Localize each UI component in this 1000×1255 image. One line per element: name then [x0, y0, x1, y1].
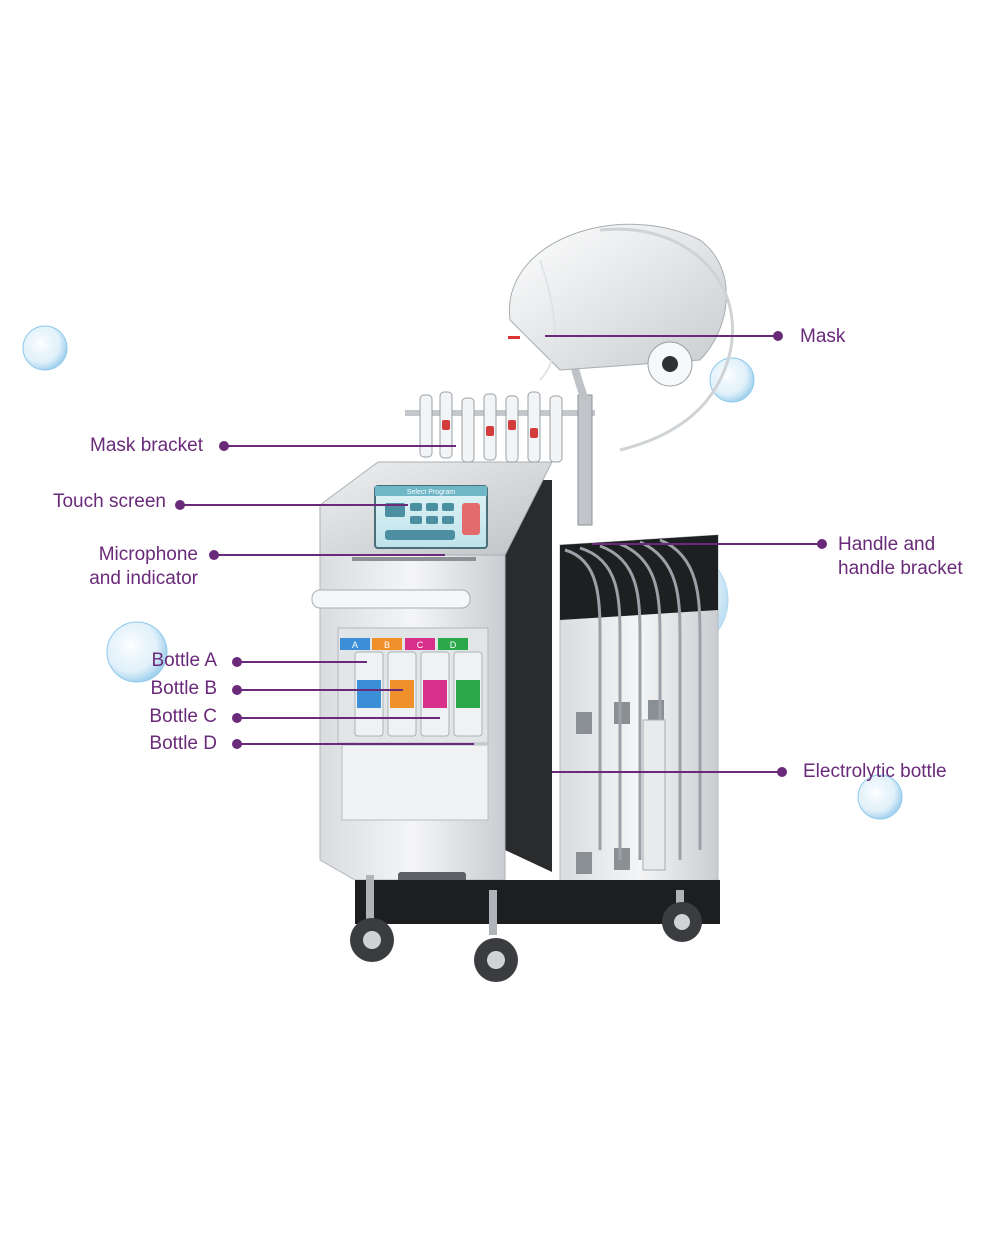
callout-electrolytic-bottle: Electrolytic bottle: [803, 761, 947, 782]
electrolytic-tubes: [564, 538, 702, 860]
callout-bottle-c: Bottle C: [149, 706, 217, 727]
callout-bottle-d: Bottle D: [149, 733, 217, 754]
wheels: [350, 875, 702, 982]
leader-lines: [175, 331, 827, 777]
bottle-tab-a: A: [352, 640, 358, 650]
mask: [508, 223, 735, 452]
electrolytic-bottle: [642, 719, 666, 871]
bottle-a: [340, 638, 384, 737]
callout-handle: Handle and handle bracket: [838, 533, 963, 581]
bottle-b: [372, 638, 417, 737]
callout-bottle-a: Bottle A: [151, 650, 218, 671]
callout-microphone-line1: Microphone: [98, 544, 198, 565]
callout-mask-bracket: Mask bracket: [90, 435, 203, 456]
callout-touch-screen: Touch screen: [52, 491, 166, 512]
bottle-tab-d: D: [450, 640, 457, 650]
callout-mask: Mask: [800, 326, 846, 347]
callout-handle-line2: handle bracket: [838, 558, 963, 579]
bottle-d: [438, 638, 483, 737]
callout-bottle-b: Bottle B: [150, 678, 217, 699]
handpiece-bracket: [405, 391, 595, 463]
callout-microphone: Microphone and indicator: [89, 543, 198, 591]
screen-header: Select Program: [407, 489, 455, 496]
bottle-tab-b: B: [384, 640, 390, 650]
bottle-tab-c: C: [417, 640, 424, 650]
callout-handle-line1: Handle and: [838, 534, 936, 555]
callout-microphone-line2: and indicator: [89, 568, 198, 589]
bottle-c: [405, 638, 450, 737]
side-panel: [505, 480, 552, 872]
